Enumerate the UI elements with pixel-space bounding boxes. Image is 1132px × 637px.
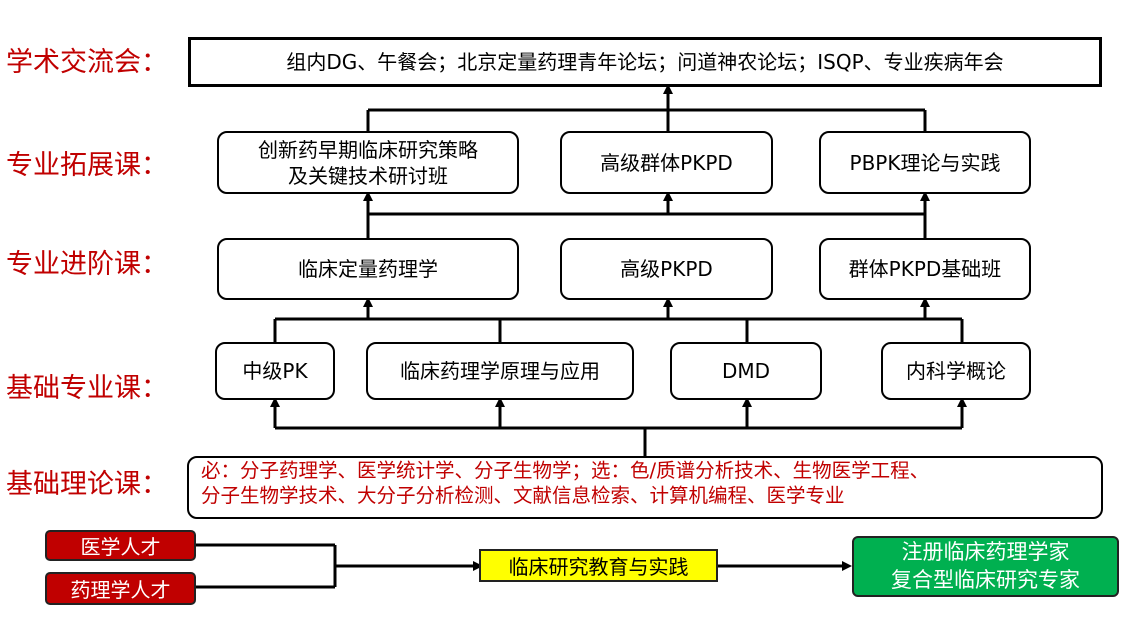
- course-advanced-pkpd: 高级PKPD: [560, 238, 773, 300]
- course-innovative-drug-line1: 创新药早期临床研究策略: [258, 137, 478, 162]
- course-pop-pkpd-basic-label: 群体PKPD基础班: [848, 257, 1002, 281]
- outcome-line1: 注册临床药理学家: [901, 540, 1070, 565]
- course-intermediate-pk-label: 中级PK: [242, 359, 308, 383]
- course-clinical-pharm-principles-label: 临床药理学原理与应用: [400, 359, 600, 383]
- basic-theory-line2: 分子生物学技术、大分子分析检测、文献信息检索、计算机编程、医学专业: [201, 484, 845, 508]
- label-basic-theory: 基础理论课：: [6, 469, 168, 500]
- course-innovative-drug: 创新药早期临床研究策略 及关键技术研讨班: [217, 131, 519, 194]
- course-intermediate-pk: 中级PK: [215, 342, 335, 400]
- course-advanced-pop-pkpd-label: 高级群体PKPD: [600, 150, 733, 175]
- course-internal-medicine: 内科学概论: [881, 342, 1031, 400]
- pharmacology-talent-badge: 药理学人才: [45, 572, 196, 605]
- label-academic: 学术交流会：: [6, 47, 168, 78]
- academic-text: 组内DG、午餐会；北京定量药理青年论坛；问道神农论坛；ISQP、专业疾病年会: [286, 50, 1004, 74]
- basic-theory-line1: 必：分子药理学、医学统计学、分子生物学；选：色/质谱分析技术、生物医学工程、: [201, 459, 930, 482]
- course-pbpk-label: PBPK理论与实践: [849, 150, 1001, 175]
- pharmacology-talent-label: 药理学人才: [70, 578, 171, 602]
- outcome-line2: 复合型临床研究专家: [891, 567, 1080, 592]
- academic-box: 组内DG、午餐会；北京定量药理青年论坛；问道神农论坛；ISQP、专业疾病年会: [188, 37, 1102, 87]
- course-advanced-pop-pkpd: 高级群体PKPD: [560, 131, 773, 194]
- course-innovative-drug-line2: 及关键技术研讨班: [288, 163, 448, 188]
- course-clinical-quant-pharm-label: 临床定量药理学: [298, 257, 438, 281]
- course-advanced-pkpd-label: 高级PKPD: [620, 257, 713, 281]
- education-practice-box: 临床研究教育与实践: [479, 549, 718, 582]
- course-pbpk: PBPK理论与实践: [819, 131, 1031, 194]
- label-advanced: 专业进阶课：: [6, 249, 168, 280]
- medical-talent-badge: 医学人才: [45, 530, 196, 561]
- course-dmd-label: DMD: [721, 359, 771, 383]
- basic-theory-box: 必：分子药理学、医学统计学、分子生物学；选：色/质谱分析技术、生物医学工程、 分…: [187, 456, 1103, 519]
- course-pop-pkpd-basic: 群体PKPD基础班: [819, 238, 1031, 300]
- course-internal-medicine-label: 内科学概论: [906, 359, 1006, 383]
- course-clinical-pharm-principles: 临床药理学原理与应用: [366, 342, 634, 400]
- course-clinical-quant-pharm: 临床定量药理学: [217, 238, 519, 300]
- label-basic-major: 基础专业课：: [6, 373, 168, 404]
- education-practice-label: 临床研究教育与实践: [508, 555, 689, 579]
- outcome-box: 注册临床药理学家 复合型临床研究专家: [852, 536, 1119, 597]
- course-dmd: DMD: [670, 342, 822, 400]
- medical-talent-label: 医学人才: [80, 535, 161, 559]
- label-extension: 专业拓展课：: [6, 150, 168, 181]
